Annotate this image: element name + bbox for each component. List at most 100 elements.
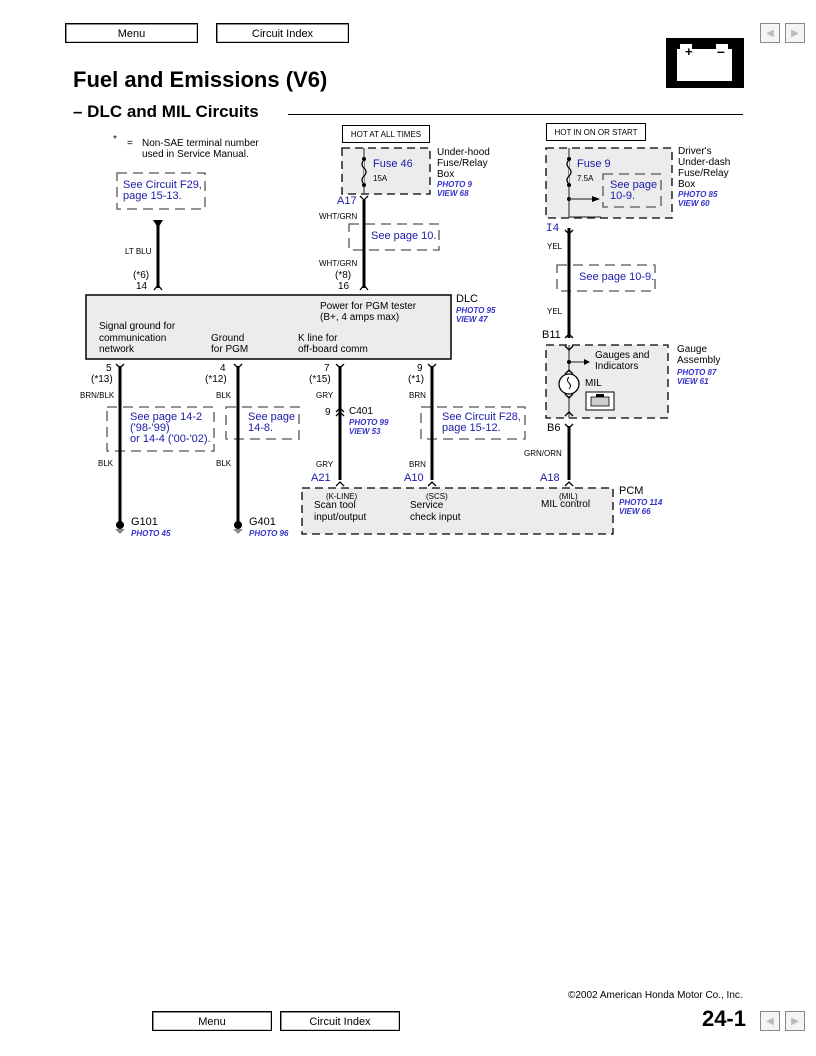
ref-p142-line3[interactable]: or 14-4 ('00-'02). (130, 433, 211, 445)
c401-name: C401 (349, 406, 373, 417)
dlc-power-1: Power for PGM tester (320, 301, 417, 312)
underhood-label-2: Fuse/Relay (437, 158, 488, 169)
ground-g101: G101 (131, 516, 158, 528)
underdash-label-3: Fuse/Relay (678, 168, 729, 179)
dlc-signal-3: network (99, 344, 135, 355)
dlc-pin-9: 9 (417, 363, 423, 374)
underdash-label-2: Under-dash (678, 157, 731, 168)
terminal-a17: A17 (337, 195, 357, 207)
underdash-label-4: Box (678, 179, 696, 190)
pcm-name: PCM (619, 485, 644, 497)
footer-next-page-button[interactable]: ▶ (785, 1011, 805, 1031)
dlc-pin-16-alt: (*8) (335, 270, 352, 281)
wire-color-yel-2: YEL (547, 307, 563, 316)
dlc-pin-4: 4 (220, 363, 226, 374)
ref-f28-line1[interactable]: See Circuit F28, (442, 411, 521, 423)
menu-button[interactable]: Menu (65, 23, 198, 43)
mil-bulb-icon (558, 373, 580, 395)
dlc-pin-9-alt: (*1) (408, 374, 425, 385)
ref-box-p10 (348, 223, 440, 251)
see-page-10-9-inner-1[interactable]: See page (610, 179, 658, 191)
wire-color-brn-1: BRN (409, 391, 426, 400)
pcm-mil-control: MIL control (541, 499, 591, 510)
ref-page-10-9[interactable]: See page 10-9. (579, 271, 655, 283)
pcm-scan-1: Scan tool (314, 500, 356, 511)
arrow-right-icon: ▶ (791, 1015, 799, 1027)
underhood-view-link[interactable]: VIEW 68 (437, 189, 469, 198)
legend-line2: used in Service Manual. (142, 149, 249, 160)
gauge-assembly-label-2: Assembly (677, 355, 721, 366)
gauge-photo-link[interactable]: PHOTO 87 (677, 368, 717, 377)
wire-color-gry-1: GRY (316, 391, 334, 400)
pcm-view-link[interactable]: VIEW 66 (619, 507, 651, 516)
c401-pin: 9 (325, 407, 331, 418)
wire-color-blk-2: BLK (98, 459, 114, 468)
pcm-photo-link[interactable]: PHOTO 114 (619, 498, 663, 507)
pcm-kline-tag: (K-LINE) (326, 492, 358, 501)
ref-p142-line1[interactable]: See page 14-2 (130, 411, 203, 423)
ref-p142-line2[interactable]: ('98-'99) (130, 422, 170, 434)
circuit-index-button[interactable]: Circuit Index (216, 23, 349, 43)
mil-label: MIL (585, 378, 602, 389)
underhood-label-3: Box (437, 169, 455, 180)
page-number: 24-1 (701, 1006, 746, 1031)
fuse-46-rating: 15A (373, 174, 388, 183)
footer-menu-button[interactable]: Menu (152, 1011, 272, 1031)
gauge-assembly-label-1: Gauge (677, 344, 708, 355)
c401-photo-link[interactable]: PHOTO 99 (349, 418, 389, 427)
ref-f29-line2[interactable]: page 15-13. (123, 190, 182, 202)
ref-p148-line2[interactable]: 14-8. (248, 422, 274, 434)
pcm-service-1: Service (410, 500, 444, 511)
page-title: Fuel and Emissions (V6) (73, 67, 328, 92)
ref-box-p148 (225, 406, 300, 440)
underhood-photo-link[interactable]: PHOTO 9 (437, 180, 472, 189)
dlc-pin-7: 7 (324, 363, 330, 374)
ref-box-f28 (420, 406, 526, 440)
footer-circuit-index-button[interactable]: Circuit Index (280, 1011, 400, 1031)
see-page-10-9-inner-2[interactable]: 10-9. (610, 190, 636, 202)
next-page-button[interactable]: ▶ (785, 23, 805, 43)
dlc-pin-16: 16 (338, 281, 350, 292)
fuse-9-label: Fuse 9 (577, 158, 611, 170)
ref-box-p142 (106, 406, 215, 452)
wire-color-wht-grn-2: WHT/GRN (319, 259, 358, 268)
ground-symbols (115, 521, 243, 534)
dlc-pin-4-alt: (*12) (205, 374, 227, 385)
ref-p148-line1[interactable]: See page (248, 411, 296, 423)
dlc-box (85, 294, 452, 360)
prev-page-button[interactable]: ◀ (760, 23, 780, 43)
terminal-b11: B11 (542, 329, 561, 341)
arrow-right-icon: ▶ (791, 27, 799, 39)
copyright: ©2002 American Honda Motor Co., Inc. (568, 990, 743, 1001)
terminal-a10: A10 (404, 472, 424, 484)
ref-box-p109 (556, 264, 656, 292)
dlc-kline-2: off-board comm (298, 344, 368, 355)
underhood-label-1: Under-hood (437, 147, 490, 158)
pcm-mil-tag: (MIL) (559, 492, 578, 501)
underdash-view-link[interactable]: VIEW 60 (678, 199, 710, 208)
dlc-view-link[interactable]: VIEW 47 (456, 315, 488, 324)
gauges-label-2: Indicators (595, 361, 639, 372)
underhood-fuse-box (341, 147, 431, 195)
arrow-left-icon: ◀ (766, 27, 774, 39)
dlc-name: DLC (456, 293, 479, 305)
g401-photo-link[interactable]: PHOTO 96 (249, 529, 289, 538)
dlc-pin-5-alt: (*13) (91, 374, 113, 385)
legend-equals: = (127, 138, 133, 149)
hot-at-all-times-label: HOT AT ALL TIMES (342, 125, 430, 143)
ref-f28-line2[interactable]: page 15-12. (442, 422, 501, 434)
gauge-view-link[interactable]: VIEW 61 (677, 377, 709, 386)
ref-f29-line1[interactable]: See Circuit F29, (123, 179, 202, 191)
wire-color-brn-blk: BRN/BLK (80, 391, 115, 400)
page-subtitle: – DLC and MIL Circuits (73, 102, 259, 121)
c401-view-link[interactable]: VIEW 53 (349, 427, 381, 436)
dlc-photo-link[interactable]: PHOTO 95 (456, 306, 496, 315)
arrow-left-icon: ◀ (766, 1015, 774, 1027)
legend-line1: Non-SAE terminal number (142, 138, 259, 149)
underdash-photo-link[interactable]: PHOTO 85 (678, 190, 718, 199)
footer-prev-page-button[interactable]: ◀ (760, 1011, 780, 1031)
wire-color-blk-1: BLK (216, 391, 232, 400)
g101-photo-link[interactable]: PHOTO 45 (131, 529, 171, 538)
ref-page-10[interactable]: See page 10. (371, 230, 437, 242)
